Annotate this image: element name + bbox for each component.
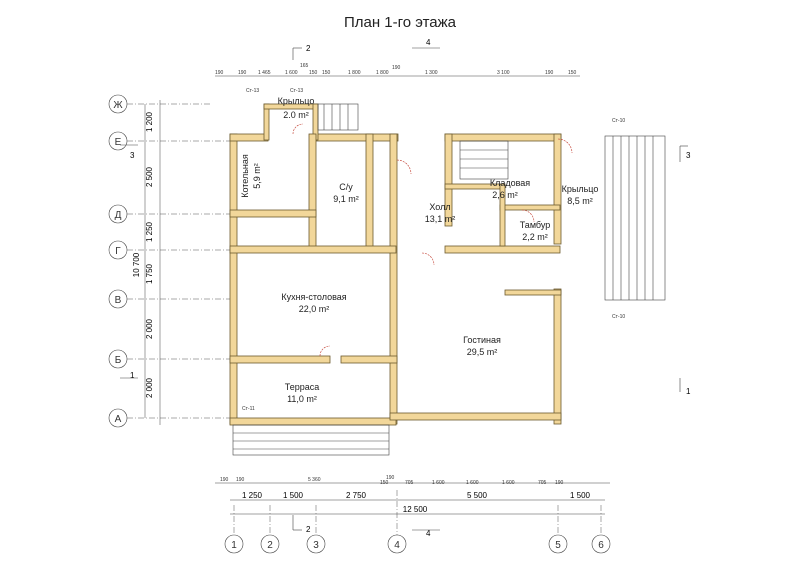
room-name-kitchen: Кухня-столовая <box>281 292 346 302</box>
svg-text:1 465: 1 465 <box>258 70 271 76</box>
col-dim-0: 1 250 <box>242 491 263 500</box>
axis-label-a: А <box>115 414 122 425</box>
svg-text:3 100: 3 100 <box>497 70 510 76</box>
stairs <box>232 103 666 456</box>
section-marks: 2 4 3 1 2 4 3 1 <box>120 38 691 538</box>
svg-text:150: 150 <box>322 70 331 76</box>
col-dim-3: 5 500 <box>467 491 488 500</box>
room-area-porch-large: 8,5 m² <box>567 196 593 206</box>
room-name-hall: Холл <box>429 202 450 212</box>
col-dim-4: 1 500 <box>570 491 591 500</box>
axis-label-v: В <box>115 295 122 306</box>
room-name-porch-large: Крыльцо <box>562 184 599 194</box>
col-dim-2: 2 750 <box>346 491 367 500</box>
axis-label-6: 6 <box>598 540 604 551</box>
section-mark-right-3: 3 <box>686 151 691 160</box>
axis-label-b: Б <box>115 355 122 366</box>
row-total: 10 700 <box>132 252 141 277</box>
room-name-porch-small: Крыльцо <box>278 96 315 106</box>
column-label-3: Ст-10 <box>612 118 625 124</box>
page-title: План 1-го этажа <box>343 14 457 31</box>
svg-text:190: 190 <box>392 65 401 71</box>
column-label-4: Ст-10 <box>612 314 625 320</box>
section-mark-bottom-2: 2 <box>306 525 311 534</box>
svg-text:1 600: 1 600 <box>432 480 445 486</box>
room-name-vestibule: Тамбур <box>520 220 551 230</box>
col-total: 12 500 <box>403 505 428 514</box>
room-area-vestibule: 2,2 m² <box>522 232 548 242</box>
svg-text:190: 190 <box>386 475 395 481</box>
svg-text:190: 190 <box>238 70 247 76</box>
room-area-living: 29,5 m² <box>467 347 498 357</box>
section-mark-left-1: 1 <box>130 371 135 380</box>
row-dim-3: 1 750 <box>145 263 154 284</box>
room-name-terrace: Терраса <box>285 382 320 392</box>
bottom-dimension-chain: 190 190 5 360 190 150 705 1 600 1 600 1 … <box>215 475 610 515</box>
svg-text:1 300: 1 300 <box>425 70 438 76</box>
room-area-boiler: 5,9 m² <box>252 163 262 189</box>
row-dim-2: 1 250 <box>145 221 154 242</box>
axis-label-4: 4 <box>394 540 400 551</box>
svg-text:150: 150 <box>568 70 577 76</box>
room-area-terrace: 11,0 m² <box>287 394 317 404</box>
left-dimension-chain: 1 200 2 500 1 250 1 750 2 000 2 000 10 7… <box>132 100 161 425</box>
axis-label-3: 3 <box>313 540 319 551</box>
axis-label-2: 2 <box>267 540 273 551</box>
column-label-5: Ст-11 <box>242 406 255 412</box>
room-area-bathroom: 9,1 m² <box>333 194 359 204</box>
svg-text:705: 705 <box>405 480 414 486</box>
section-mark-top-2: 2 <box>306 44 311 53</box>
column-label-2: Ст-13 <box>290 88 303 94</box>
room-name-bathroom: С/у <box>339 182 353 192</box>
column-labels: Ст-13 Ст-13 Ст-10 Ст-10 Ст-11 <box>242 88 625 412</box>
room-area-kitchen: 22,0 m² <box>299 304 330 314</box>
top-dimension-chain: 190 190 1 465 1 600 150 150 1 800 1 800 … <box>215 63 580 77</box>
svg-text:165: 165 <box>300 63 309 69</box>
svg-text:190: 190 <box>555 480 564 486</box>
axis-label-zh: Ж <box>113 100 123 111</box>
svg-text:150: 150 <box>309 70 318 76</box>
section-mark-left-3: 3 <box>130 151 135 160</box>
svg-text:1 600: 1 600 <box>466 480 479 486</box>
column-label-1: Ст-13 <box>246 88 259 94</box>
axis-label-5: 5 <box>555 540 561 551</box>
axis-label-d: Д <box>115 210 122 221</box>
column-axes: 1 2 3 4 5 6 <box>224 490 611 554</box>
room-area-porch-small: 2.0 m² <box>283 110 309 120</box>
svg-text:1 600: 1 600 <box>502 480 515 486</box>
row-dim-5: 2 000 <box>145 377 154 398</box>
row-dim-1: 2 500 <box>145 166 154 187</box>
row-dim-4: 2 000 <box>145 318 154 339</box>
axis-label-e: Е <box>115 137 122 148</box>
section-mark-bottom-4: 4 <box>426 529 431 538</box>
room-area-storage: 2,6 m² <box>492 190 518 200</box>
room-area-hall: 13,1 m² <box>425 214 456 224</box>
svg-text:190: 190 <box>236 477 245 483</box>
svg-text:190: 190 <box>215 70 224 76</box>
axis-label-g: Г <box>115 246 121 257</box>
section-mark-right-1: 1 <box>686 387 691 396</box>
room-name-boiler: Котельная <box>240 154 250 198</box>
svg-text:190: 190 <box>545 70 554 76</box>
svg-text:5 360: 5 360 <box>308 477 321 483</box>
svg-text:190: 190 <box>220 477 229 483</box>
svg-text:705: 705 <box>538 480 547 486</box>
svg-text:150: 150 <box>380 480 389 486</box>
row-dim-0: 1 200 <box>145 111 154 132</box>
room-name-storage: Кладовая <box>490 178 530 188</box>
col-dim-1: 1 500 <box>283 491 304 500</box>
walls <box>229 103 562 426</box>
axis-label-1: 1 <box>231 540 237 551</box>
section-mark-top-4: 4 <box>426 38 431 47</box>
room-labels: Крыльцо 2.0 m² Котельная 5,9 m² С/у 9,1 … <box>240 96 598 404</box>
svg-text:1 600: 1 600 <box>285 70 298 76</box>
row-axes: Ж Е Д Г В Б А <box>108 94 128 428</box>
room-name-living: Гостиная <box>463 335 501 345</box>
svg-text:1 800: 1 800 <box>376 70 389 76</box>
doors <box>292 123 573 357</box>
row-axis-lines <box>127 103 230 419</box>
svg-text:1 800: 1 800 <box>348 70 361 76</box>
